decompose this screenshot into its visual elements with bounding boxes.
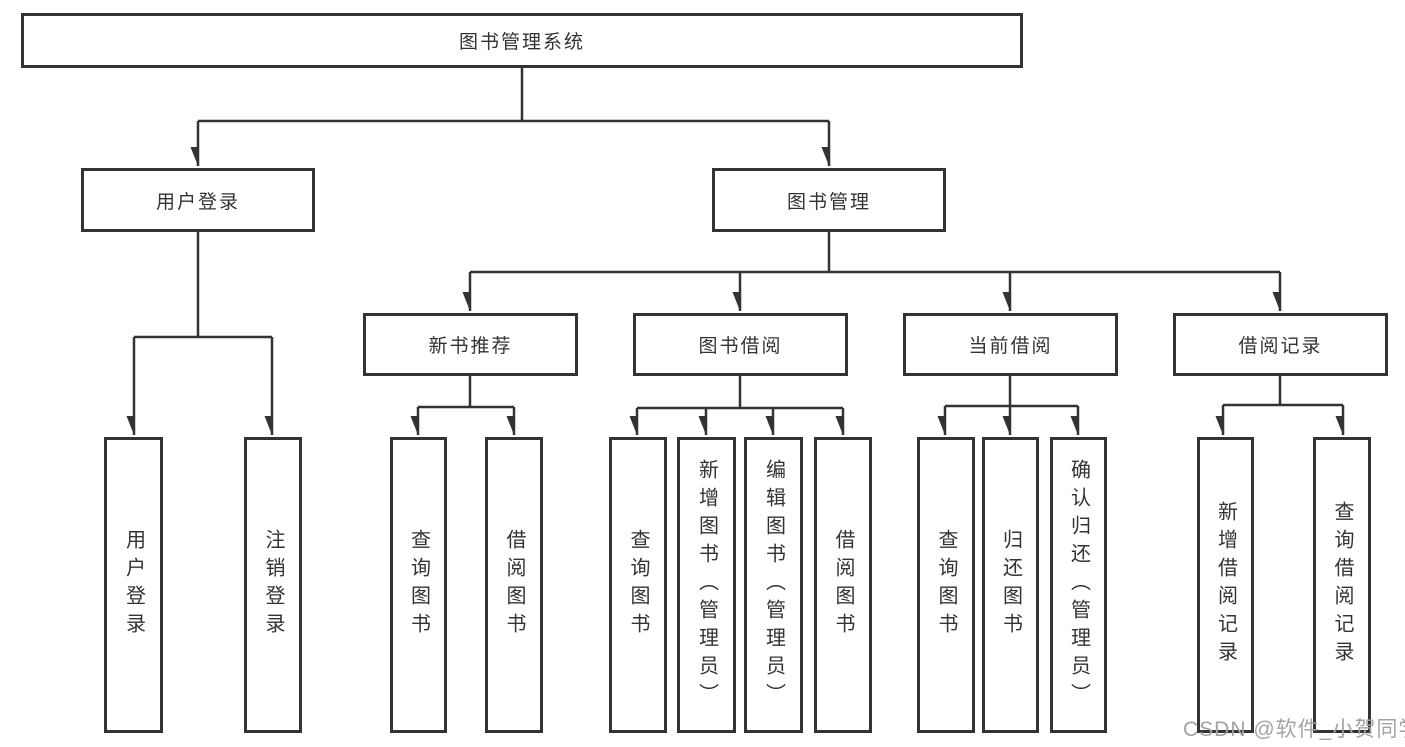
leaf-add-book-admin-label: 新增图书（管理员） bbox=[695, 459, 718, 711]
node-book-management: 图书管理 bbox=[712, 168, 946, 232]
leaf-edit-book-admin-label: 编辑图书（管理员） bbox=[762, 459, 785, 711]
node-new-book-recommend: 新书推荐 bbox=[363, 313, 578, 376]
leaf-borrow-books-recommend: 借阅图书 bbox=[485, 437, 543, 733]
leaf-logout-label: 注销登录 bbox=[262, 529, 284, 641]
leaf-add-borrow-record-label: 新增借阅记录 bbox=[1214, 501, 1237, 669]
leaf-confirm-return-admin: 确认归还（管理员） bbox=[1050, 437, 1107, 733]
leaf-query-books-borrow-label: 查询图书 bbox=[627, 529, 649, 641]
node-library-system: 图书管理系统 bbox=[21, 13, 1023, 68]
leaf-return-book: 归还图书 bbox=[982, 437, 1039, 733]
leaf-query-books-borrow: 查询图书 bbox=[609, 437, 667, 733]
node-current-borrow: 当前借阅 bbox=[903, 313, 1118, 376]
leaf-logout: 注销登录 bbox=[244, 437, 302, 733]
leaf-query-books-current: 查询图书 bbox=[917, 437, 975, 733]
leaf-borrow-books-recommend-label: 借阅图书 bbox=[503, 529, 525, 641]
leaf-query-books-recommend: 查询图书 bbox=[390, 437, 447, 733]
leaf-query-borrow-record-label: 查询借阅记录 bbox=[1331, 501, 1353, 669]
node-book-borrow: 图书借阅 bbox=[633, 313, 848, 376]
leaf-query-books-current-label: 查询图书 bbox=[935, 529, 957, 641]
leaf-add-borrow-record: 新增借阅记录 bbox=[1197, 437, 1254, 733]
node-borrow-records: 借阅记录 bbox=[1173, 313, 1388, 376]
leaf-query-books-recommend-label: 查询图书 bbox=[407, 529, 430, 641]
node-user-login: 用户登录 bbox=[81, 168, 315, 232]
leaf-user-login: 用户登录 bbox=[104, 437, 163, 733]
leaf-user-login-label: 用户登录 bbox=[122, 529, 145, 641]
leaf-return-book-label: 归还图书 bbox=[999, 529, 1022, 641]
leaf-edit-book-admin: 编辑图书（管理员） bbox=[744, 437, 803, 733]
leaf-borrow-books: 借阅图书 bbox=[814, 437, 872, 733]
leaf-confirm-return-admin-label: 确认归还（管理员） bbox=[1067, 459, 1090, 711]
csdn-watermark: CSDN @软件_小贺同学 bbox=[1183, 718, 1405, 741]
leaf-query-borrow-record: 查询借阅记录 bbox=[1313, 437, 1371, 733]
leaf-borrow-books-label: 借阅图书 bbox=[832, 529, 854, 641]
leaf-add-book-admin: 新增图书（管理员） bbox=[677, 437, 736, 733]
